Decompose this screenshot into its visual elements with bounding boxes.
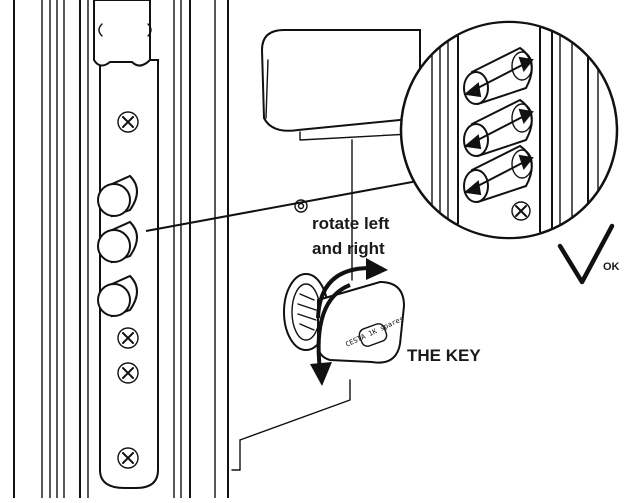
key: CESTA 1K spares — [316, 280, 406, 364]
bolt-3 — [97, 274, 138, 318]
rotate-arrow-icon — [310, 258, 388, 386]
magnified-detail — [399, 20, 619, 240]
bolt-1 — [97, 174, 138, 218]
double-arrow-icons — [463, 56, 534, 196]
zoomed-screw-icon — [511, 201, 531, 221]
escutcheon-plate — [231, 379, 351, 471]
screw-icon-1 — [117, 111, 139, 133]
rotate-instruction: rotate left and right — [312, 211, 389, 261]
instruction-line-1: rotate left — [312, 214, 390, 233]
ok-label: OK — [603, 261, 620, 273]
callout-line — [145, 177, 435, 232]
checkmark-icon — [557, 223, 615, 285]
bolt-2 — [97, 220, 138, 264]
small-screw-icon — [294, 199, 308, 213]
door-frame — [13, 0, 229, 499]
lock-faceplate — [93, 0, 159, 489]
faceplate-screws — [117, 111, 139, 469]
instruction-line-2: and right — [312, 239, 385, 258]
screw-icon-2 — [117, 327, 139, 349]
screw-icon-4 — [117, 447, 139, 469]
key-label: THE KEY — [407, 346, 481, 365]
lock-bolts — [97, 174, 138, 318]
screw-icon-3 — [117, 362, 139, 384]
